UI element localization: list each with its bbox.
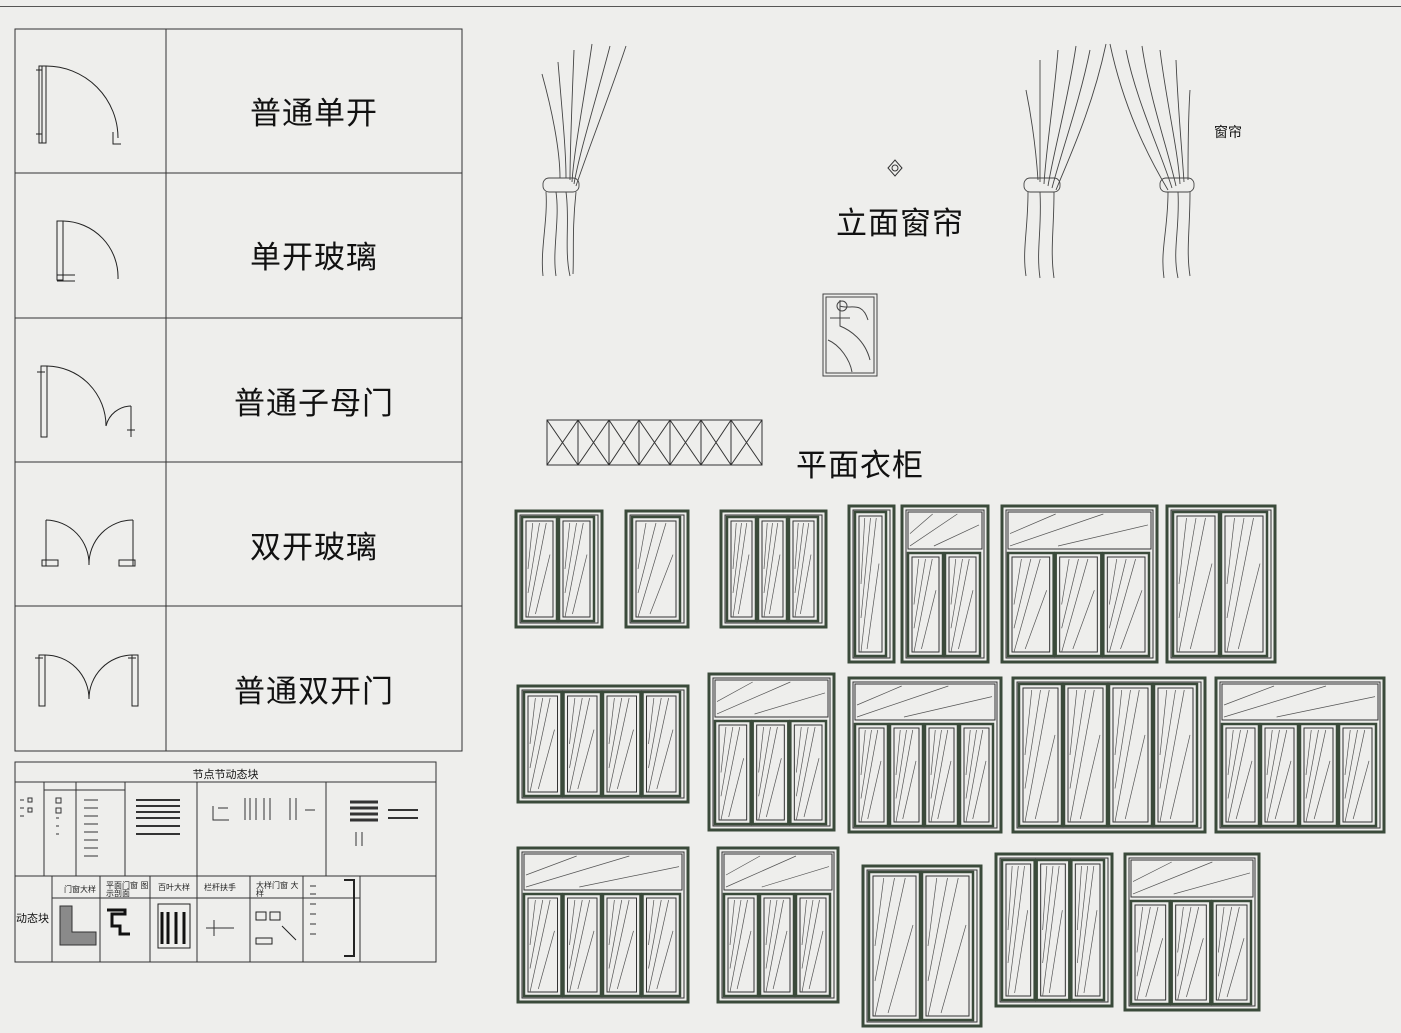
door-legend-grid — [14, 28, 463, 752]
window-elevation-13 — [516, 846, 690, 1004]
window-elevation-7 — [1165, 504, 1277, 664]
single-glass-door-icon — [56, 220, 119, 282]
window-elevation-8 — [516, 684, 690, 804]
node-table-subheader-1: 平面门窗 图示剖面 — [106, 881, 149, 898]
window-elevation-11 — [1011, 676, 1207, 834]
window-elevation-15 — [861, 864, 983, 1028]
window-elevation-6 — [1000, 504, 1159, 664]
legend-label-double-glass-door: 双开玻璃 — [250, 530, 378, 566]
node-table-subheader-2: 百叶大样 — [158, 883, 190, 892]
wardrobe-plan-icon — [546, 419, 763, 466]
curtain-elevation-title: 立面窗帘 — [836, 206, 964, 242]
ornament-icon — [887, 159, 903, 177]
window-elevation-5 — [900, 504, 990, 664]
window-elevation-10 — [847, 676, 1003, 834]
window-elevation-1 — [514, 509, 604, 629]
window-elevation-3 — [719, 509, 828, 629]
window-elevation-2 — [624, 509, 690, 629]
window-elevation-9 — [707, 672, 836, 832]
wardrobe-plan-title: 平面衣柜 — [796, 448, 924, 484]
node-table-subheader-3: 栏杆扶手 — [204, 883, 236, 892]
decor-panel-icon — [822, 293, 878, 377]
legend-label-single-door: 普通单开 — [250, 96, 378, 132]
double-glass-door-icon — [41, 519, 136, 567]
node-table-title: 节点节动态块 — [192, 768, 259, 781]
window-elevation-14 — [716, 846, 840, 1004]
legend-label-double-door: 普通双开门 — [234, 674, 394, 710]
node-table-subheader-0: 门窗大样 — [64, 885, 96, 894]
unequal-double-door-icon — [37, 365, 135, 438]
legend-label-unequal-double-door: 普通子母门 — [234, 386, 394, 422]
window-elevation-4 — [847, 504, 896, 664]
window-elevations — [514, 504, 1386, 1028]
curtain-small-label: 窗帘 — [1214, 125, 1242, 141]
legend-label-single-glass-door: 单开玻璃 — [250, 240, 378, 276]
node-table-subheader-4: 大样门窗 大样 — [256, 881, 299, 898]
node-table-dynamic-symbols — [59, 879, 355, 957]
node-table-row-label: 动态块 — [16, 912, 49, 925]
curtain-left-icon — [541, 43, 627, 277]
node-table-mini-symbols — [20, 797, 418, 857]
window-elevation-16 — [994, 852, 1114, 1008]
node-table-grid — [14, 761, 437, 963]
window-elevation-17 — [1123, 852, 1261, 1012]
curtain-right-icon — [1023, 43, 1195, 279]
double-door-icon — [35, 654, 139, 707]
window-elevation-12 — [1214, 676, 1386, 834]
top-border-line — [0, 6, 1401, 7]
single-door-icon — [36, 65, 121, 145]
